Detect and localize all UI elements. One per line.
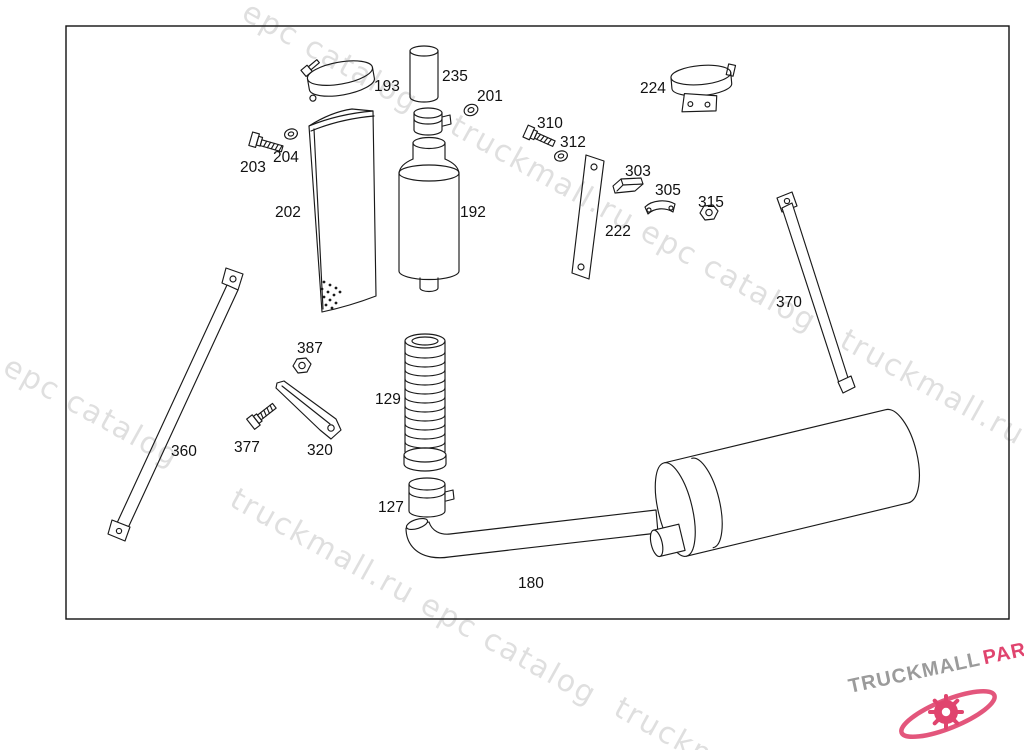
part-387-nut	[292, 357, 312, 374]
part-label-370: 370	[776, 294, 802, 311]
part-204-washer	[284, 128, 298, 140]
watermark-left: l epc catalog	[0, 338, 186, 474]
part-303-clip	[612, 177, 644, 194]
brand-logo-gear-icon	[899, 688, 997, 740]
brand-logo-gray-text: TRUCKMALL	[846, 648, 982, 697]
part-180-rear-silencer	[649, 408, 920, 558]
watermark-center: truckmall.ru epc catalog	[444, 108, 823, 339]
part-127-sleeve	[408, 477, 455, 518]
part-label-224: 224	[640, 80, 666, 97]
part-label-222: 222	[605, 223, 631, 240]
part-label-127: 127	[378, 499, 404, 516]
part-label-203: 203	[240, 159, 266, 176]
part-label-377: 377	[234, 439, 260, 456]
part-310-bolt	[522, 124, 556, 147]
part-label-315: 315	[698, 194, 724, 211]
part-370-stay	[776, 191, 856, 394]
part-202-heat-shield	[308, 108, 377, 313]
part-label-305: 305	[655, 182, 681, 199]
part-192-muffler	[398, 136, 460, 293]
part-224-clamp	[670, 63, 737, 113]
part-193-clamp	[300, 59, 375, 102]
part-312-washer	[554, 150, 568, 162]
part-label-387: 387	[297, 340, 323, 357]
brand-logo-pink-text: PARTS	[981, 633, 1024, 669]
part-label-204: 204	[273, 149, 299, 166]
part-label-180: 180	[518, 575, 544, 592]
diagram-border	[65, 25, 1010, 620]
perforation-dots	[320, 280, 342, 310]
part-label-192: 192	[460, 204, 486, 221]
part-203-bolt	[248, 131, 284, 153]
part-connector-sleeve	[413, 107, 452, 136]
part-label-360: 360	[171, 443, 197, 460]
watermark-bottom: truckmall.ru epc catalog	[224, 481, 603, 712]
part-201-washer	[463, 103, 479, 117]
part-377-bolt	[246, 402, 277, 430]
part-label-235: 235	[442, 68, 468, 85]
watermark-bottom-edge: truckmall.ru	[608, 690, 805, 750]
part-235-pipe	[409, 45, 439, 103]
part-180-tail-pipe	[405, 509, 659, 559]
brand-logo-text: TRUCKMALLPARTS	[846, 633, 1024, 698]
brand-logo: TRUCKMALLPARTS	[846, 633, 1024, 740]
part-label-320: 320	[307, 442, 333, 459]
part-label-202: 202	[275, 204, 301, 221]
part-label-312: 312	[560, 134, 586, 151]
part-129-flex-pipe	[403, 333, 447, 472]
part-label-129: 129	[375, 391, 401, 408]
part-360-stay	[107, 267, 244, 542]
part-label-310: 310	[537, 115, 563, 132]
part-label-193: 193	[374, 78, 400, 95]
watermark-top: epc catalog	[236, 0, 425, 120]
part-label-201: 201	[477, 88, 503, 105]
part-label-303: 303	[625, 163, 651, 180]
part-305-strap	[644, 200, 676, 215]
part-222-bracket	[571, 154, 605, 280]
part-315-nut	[699, 204, 719, 221]
part-320-bracket	[275, 380, 342, 440]
